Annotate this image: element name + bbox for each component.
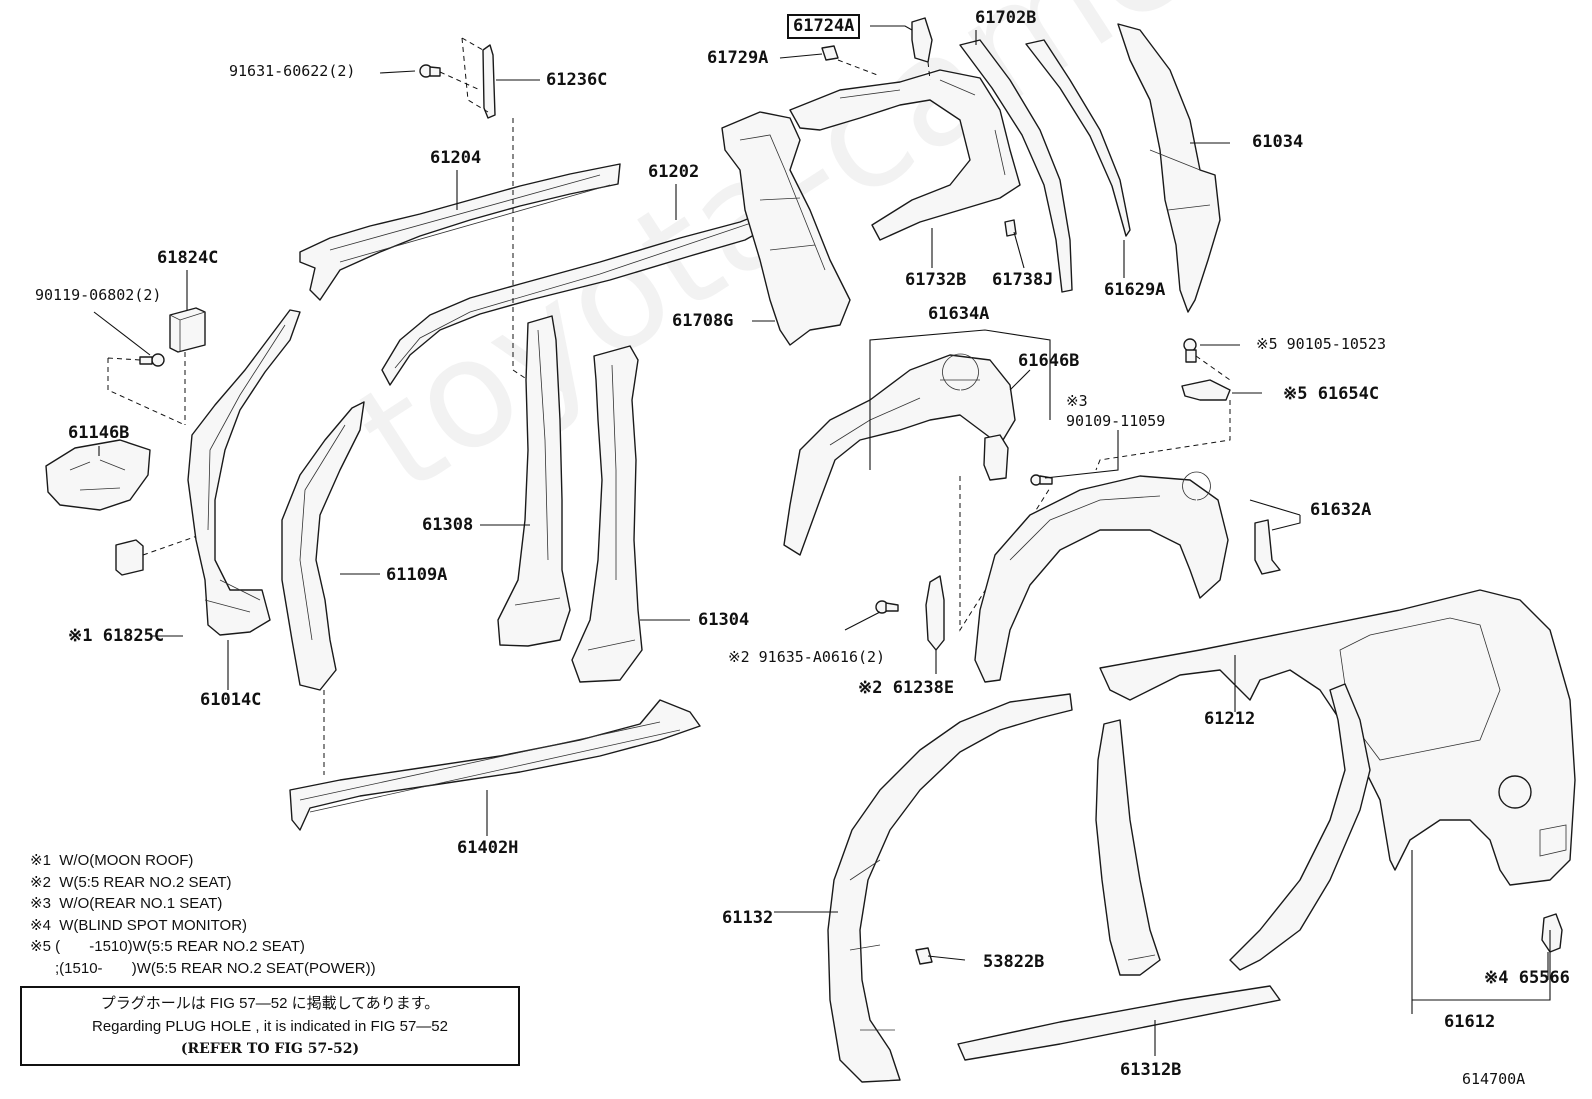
label-61402H: 61402H <box>457 838 519 858</box>
part-61238E-shape <box>875 575 945 651</box>
part-61825C-shape <box>115 534 201 576</box>
part-61132-shape <box>827 693 1073 1083</box>
part-61204-shape <box>299 163 621 301</box>
part-61724A-shape <box>911 17 933 81</box>
part-61236C-shape <box>461 37 496 119</box>
part-61738J-shape <box>1004 219 1017 237</box>
label-61612: 61612 <box>1444 1012 1496 1032</box>
part-53822B-shape <box>915 947 933 965</box>
footnote-5: ※5 ( -1510)W(5:5 REAR NO.2 SEAT) <box>30 938 305 955</box>
label-61732B: 61732B <box>905 270 967 290</box>
part-61824C-shape <box>169 307 206 353</box>
part-61702B-shape <box>959 39 1073 293</box>
label-90109-11059: 90109-11059 <box>1066 412 1166 430</box>
label-61238E: ※2 61238E <box>858 678 955 698</box>
label-61308: 61308 <box>422 515 474 535</box>
part-61014C-shape <box>187 309 301 636</box>
label-61202: 61202 <box>648 162 700 182</box>
label-61204: 61204 <box>430 148 482 168</box>
part-61402H-shape <box>289 699 701 831</box>
label-61646B: 61646B <box>1018 351 1080 371</box>
bolt-90105-shape <box>1183 338 1231 381</box>
plug-hole-jp: プラグホールは FIG 57―52 に掲載してあります。 <box>100 995 440 1012</box>
part-61146B-shape <box>45 439 151 511</box>
label-61109A: 61109A <box>386 565 448 585</box>
plug-hole-ref: (REFER TO FIG 57-52) <box>180 1041 360 1057</box>
label-61632A: 61632A <box>1310 500 1372 520</box>
part-61304-shape <box>571 345 643 683</box>
label-91631-60622: 91631-60622(2) <box>229 62 356 80</box>
label-61824C: 61824C <box>157 248 219 268</box>
part-61034-shape <box>1117 23 1221 313</box>
plug-hole-en: Regarding PLUG HOLE , it is indicated in… <box>91 1018 448 1035</box>
part-61109A-shape <box>281 401 365 775</box>
label-61629A: 61629A <box>1104 280 1166 300</box>
label-61132: 61132 <box>722 908 774 928</box>
part-61729A-shape <box>821 45 881 77</box>
footnote-4: ※4 W(BLIND SPOT MONITOR) <box>30 916 248 934</box>
part-61708G-shape <box>721 111 851 346</box>
label-61014C: 61014C <box>200 690 262 710</box>
part-61612-shape <box>1099 589 1576 886</box>
label-61304: 61304 <box>698 610 750 630</box>
label-61236C: 61236C <box>546 70 608 90</box>
footnote-1: ※1 W/O(MOON ROOF) <box>30 852 194 869</box>
footnote-3: ※3 W/O(REAR NO.1 SEAT) <box>30 895 223 912</box>
part-61646B-shape <box>983 434 1009 481</box>
label-61825C: ※1 61825C <box>68 626 165 646</box>
part-61634A-shape <box>783 353 1016 556</box>
part-61632A-shape <box>974 471 1281 683</box>
footnote-5-cont: ;(1510- )W(5:5 REAR NO.2 SEAT(POWER)) <box>30 959 376 977</box>
bolt-91631-shape <box>419 64 481 91</box>
label-61708G: 61708G <box>672 311 734 331</box>
label-61312B: 61312B <box>1120 1060 1182 1080</box>
leader-lines <box>93 25 1551 1056</box>
label-61738J: 61738J <box>992 270 1054 290</box>
part-61629A-shape <box>1025 39 1131 237</box>
label-91635-A0616: ※2 91635-A0616(2) <box>728 648 886 666</box>
label-61034: 61034 <box>1252 132 1304 152</box>
label-61146B: 61146B <box>68 423 130 443</box>
label-61634A: 61634A <box>928 304 990 324</box>
part-61202-shape <box>381 211 771 386</box>
label-65566: ※4 65566 <box>1484 968 1570 988</box>
plug-hole-note: プラグホールは FIG 57―52 に掲載してあります。 Regarding P… <box>20 986 520 1066</box>
part-61654C-shape <box>1095 379 1231 471</box>
label-61212: 61212 <box>1204 709 1256 729</box>
bolt-90119-shape <box>107 352 186 426</box>
part-61308-shape <box>497 315 571 647</box>
part-65566-shape <box>1541 913 1563 953</box>
label-61729A: 61729A <box>707 48 769 68</box>
figure-code: 614700A <box>1462 1070 1526 1088</box>
rear-pillar-shape <box>1229 683 1371 971</box>
part-61312B-shape <box>957 719 1281 1061</box>
part-61732B-shape <box>789 69 1021 241</box>
label-90119-06802: 90119-06802(2) <box>35 286 162 304</box>
footnotes: ※1 W/O(MOON ROOF) ※2 W(5:5 REAR NO.2 SEA… <box>30 850 376 979</box>
label-90105-10523: ※5 90105-10523 <box>1256 335 1386 353</box>
label-90109-note: ※3 <box>1066 392 1088 410</box>
label-61702B: 61702B <box>975 8 1037 28</box>
footnote-2: ※2 W(5:5 REAR NO.2 SEAT) <box>30 873 232 891</box>
label-61724A: 61724A <box>787 14 861 39</box>
label-53822B: 53822B <box>983 952 1045 972</box>
bolt-90109-shape <box>959 474 1053 632</box>
label-61654C: ※5 61654C <box>1283 384 1380 404</box>
